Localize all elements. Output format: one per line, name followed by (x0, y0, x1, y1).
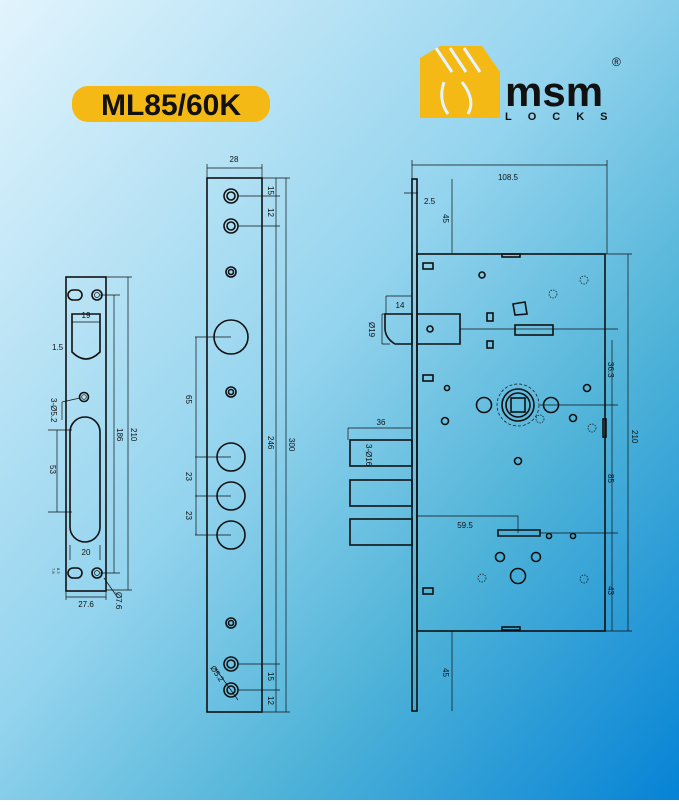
dim-top2: 12 (266, 208, 275, 217)
dim-height: 210 (630, 430, 639, 444)
dim-slot-width: 20 (82, 548, 91, 557)
dim-backset: 59.5 (457, 521, 473, 530)
logo-sub: LOCKS (505, 111, 624, 123)
dim-bottom2: 12 (266, 696, 275, 705)
dim-width: 28 (230, 155, 239, 164)
dim-bolt2: 23 (184, 511, 193, 520)
dim-slot: 53 (48, 465, 57, 474)
dim-bottom1: 15 (266, 672, 275, 681)
dim-pitch: 246 (266, 436, 275, 450)
dim-bolt1: 23 (184, 472, 193, 481)
model-badge: ML85/60K (72, 86, 270, 122)
dim-spindle-to-cylinder: 85 (606, 474, 615, 483)
dim-width: 27.6 (78, 600, 94, 609)
registered-mark: ® (612, 55, 621, 69)
dim-small-b: 8.3 (56, 568, 61, 574)
dim-cylinder-to-bottom: 43 (606, 586, 615, 595)
dim-bolts: 3-Ø16 (364, 444, 373, 467)
msm-logo: msm LOCKS ® (420, 46, 624, 123)
dim-pitch: 186 (115, 428, 124, 442)
logo-brand: msm (505, 68, 603, 115)
dim-holes: 3-Ø5.2 (49, 398, 58, 423)
dim-hole-dia: Ø7.6 (114, 592, 123, 610)
strike-plate: 19 1.5 3-Ø5.2 186 210 53 20 27.6 Ø7.6 7.… (48, 276, 138, 610)
dim-height: 210 (129, 428, 138, 442)
dim-bottom-ext: 45 (441, 668, 450, 677)
dim-latch-ext: 14 (396, 301, 405, 310)
dim-latch-dia: Ø19 (367, 322, 376, 338)
lock-body: 108.5 2.5 45 14 Ø19 36.3 210 36 3-Ø16 59… (347, 160, 639, 712)
dim-hook: 65 (184, 395, 193, 404)
dim-cutout-width: 19 (82, 311, 91, 320)
dim-top-ext: 45 (441, 214, 450, 223)
dim-bolt-ext: 36 (377, 418, 386, 427)
dim-height: 300 (287, 438, 296, 452)
dim-depth: 108.5 (498, 173, 519, 182)
dim-thickness: 2.5 (424, 197, 436, 206)
dim-offset: 1.5 (52, 343, 64, 352)
model-title: ML85/60K (101, 89, 241, 122)
dim-top1: 15 (266, 186, 275, 195)
dim-small-a: 7.8 (51, 568, 56, 574)
logo-house-icon (420, 46, 500, 118)
dim-latch-to-spindle: 36.3 (606, 362, 615, 378)
